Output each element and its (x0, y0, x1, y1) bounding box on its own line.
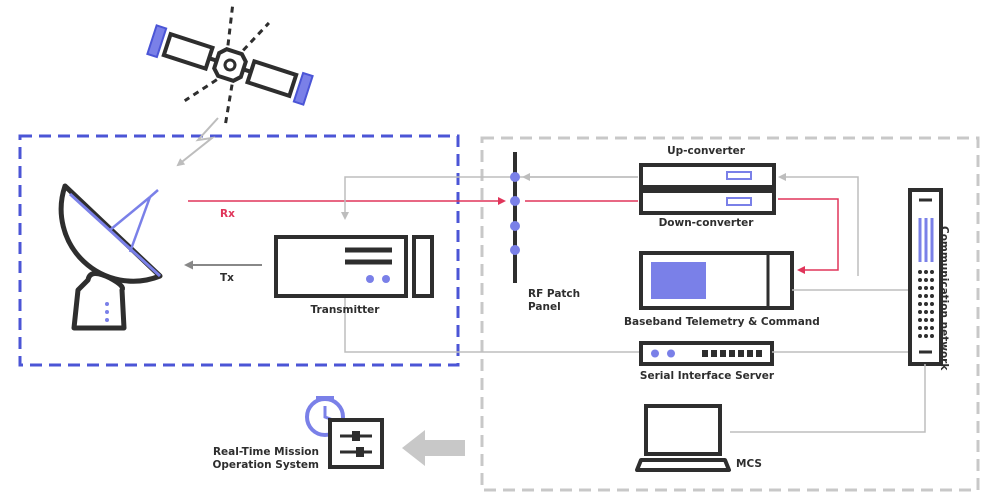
real-time-mission-line2: Operation System (212, 459, 319, 471)
up-converter-feed (778, 173, 859, 276)
down-converter-icon (639, 189, 776, 215)
antenna-group-frame (18, 134, 460, 367)
serial-server-icon (639, 341, 774, 366)
uplink-path (341, 176, 638, 220)
satellite-icon (146, 4, 314, 125)
real-time-mission-label: Real-Time Mission Operation System (206, 446, 319, 472)
network-rack-icon (908, 188, 943, 366)
communication-network-label: Communication network (938, 226, 950, 371)
down-converter-label: Down-converter (658, 217, 754, 229)
baseband-label: Baseband Telemetry & Command (624, 316, 820, 328)
transmitter-label: Transmitter (310, 304, 380, 316)
rf-patch-panel-line1: RF Patch (528, 288, 581, 300)
mcs-label: MCS (736, 458, 762, 470)
downlink-signal (176, 117, 219, 167)
transmitter-icon (274, 235, 434, 298)
serial-interface-server-label: Serial Interface Server (639, 370, 775, 382)
laptop-icon (635, 404, 731, 472)
data-flow-arrow (402, 430, 465, 466)
mcs-network-line (730, 364, 926, 433)
real-time-mission-line1: Real-Time Mission (212, 446, 319, 458)
rf-patch-panel-label: RF Patch Panel (528, 288, 580, 314)
mission-system-icon (305, 396, 384, 469)
dish-antenna-icon (58, 183, 163, 331)
transmitter-serial-line (344, 298, 640, 353)
ground-equipment-frame (480, 136, 980, 492)
baseband-icon (639, 251, 794, 310)
up-converter-icon (639, 163, 776, 189)
tx-label: Tx (220, 272, 234, 284)
rf-patch-panel-line2: Panel (528, 301, 561, 313)
rx-label: Rx (220, 208, 235, 220)
up-converter-label: Up-converter (667, 145, 745, 157)
down-converter-feed (778, 198, 839, 274)
patch-panel-icon (510, 152, 520, 283)
